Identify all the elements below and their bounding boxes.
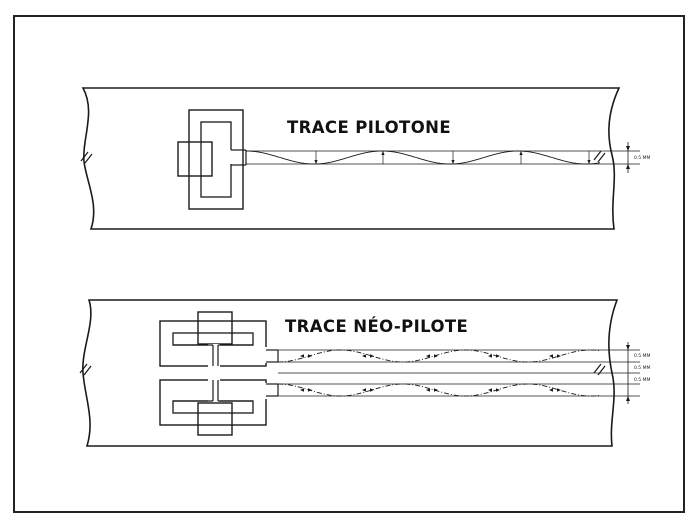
neo-arrow-right-8 (496, 388, 500, 392)
track-arrow-3 (519, 151, 523, 155)
neo-arrow-left-4 (549, 354, 553, 358)
film-strip-top (81, 87, 621, 230)
pilotone-sine-trace (245, 150, 601, 165)
neo-pilote-trace-lower (277, 383, 601, 397)
neo-arrow-right-3 (496, 354, 500, 358)
neo-arrow-left-6 (362, 388, 366, 392)
break-mark-right-bottom (593, 363, 606, 376)
neo-arrow-right-5 (308, 388, 312, 392)
outer-frame (13, 15, 685, 513)
neo-arrow-left-5 (300, 388, 304, 392)
neo-arrow-left-9 (549, 388, 553, 392)
neo-pilote-trace-upper (277, 349, 601, 363)
neo-arrow-left-7 (426, 388, 430, 392)
neo-arrow-right-9 (557, 388, 561, 392)
neo-arrow-left-2 (426, 354, 430, 358)
break-mark-left-bottom (79, 363, 92, 376)
dimension-label-bottom-2: 0.5 MM (634, 365, 650, 371)
neo-arrow-right-1 (370, 354, 374, 358)
title-pilotone: TRACE PILOTONE (287, 118, 451, 137)
neo-arrow-right-7 (434, 388, 438, 392)
neo-arrow-left-8 (488, 388, 492, 392)
dimension-label-bottom-1: 0.5 MM (634, 353, 650, 359)
track-arrow-4 (587, 160, 591, 164)
neo-arrow-right-4 (557, 354, 561, 358)
dimension-top: 0.5 MM (620, 142, 650, 173)
pilotone-arrows (314, 151, 591, 164)
neo-pilote-arrows (300, 354, 561, 392)
track-arrow-0 (314, 160, 318, 164)
neo-arrow-right-0 (308, 354, 312, 358)
title-neo-pilote: TRACE NÉO-PILOTE (285, 317, 468, 336)
neo-arrow-right-2 (434, 354, 438, 358)
neo-arrow-left-0 (300, 354, 304, 358)
neo-arrow-left-3 (488, 354, 492, 358)
break-mark-right (593, 150, 606, 163)
recording-head-lower (159, 378, 279, 436)
dimension-bottom: 0.5 MM 0.5 MM 0.5 MM (620, 342, 650, 404)
neo-arrow-left-1 (362, 354, 366, 358)
dimension-label-bottom-3: 0.5 MM (634, 377, 650, 383)
neo-pilote-panel: 0.5 MM 0.5 MM 0.5 MM TRACE NÉO-PILOTE (79, 299, 650, 447)
break-mark-left (80, 151, 93, 164)
film-strip-bottom (82, 299, 619, 447)
dimension-label-top: 0.5 MM (634, 155, 650, 161)
track-arrow-1 (381, 151, 385, 155)
recording-head-top (177, 109, 247, 210)
track-arrow-2 (451, 160, 455, 164)
recording-head-upper (159, 311, 279, 368)
pilotone-panel: 0.5 MM TRACE PILOTONE (80, 87, 650, 230)
neo-arrow-right-6 (370, 388, 374, 392)
